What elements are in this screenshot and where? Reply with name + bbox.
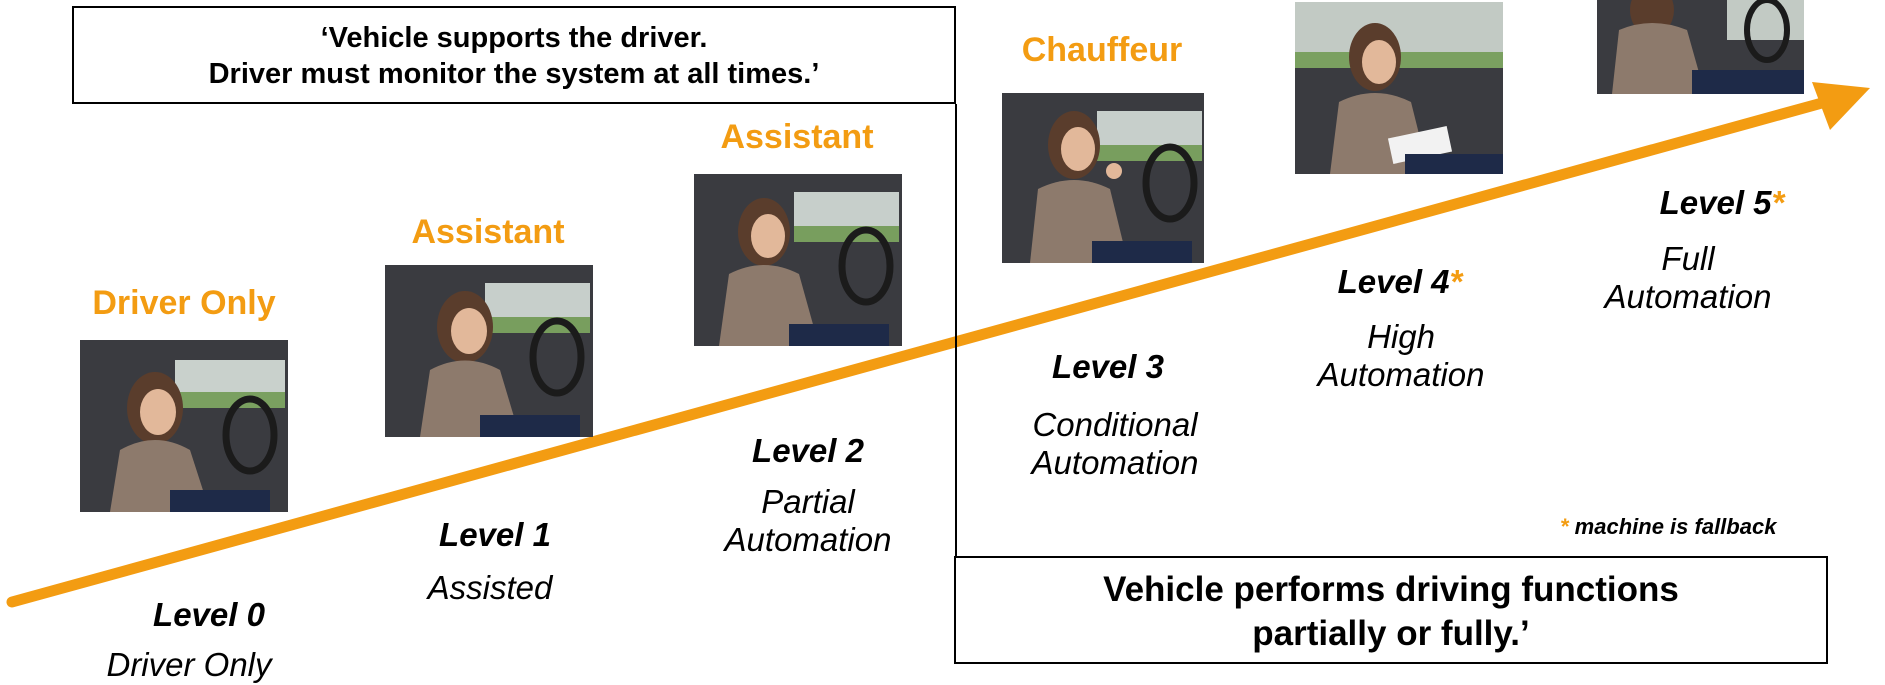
- driver-photo-level-3: [1002, 93, 1204, 263]
- driver-photo-level-5: [1597, 0, 1804, 94]
- role-label-level-0: Driver Only: [92, 284, 276, 322]
- level-2-desc-line1: Partial: [761, 483, 855, 520]
- level-4-desc-line2: Automation: [1317, 356, 1485, 393]
- fallback-footnote: * machine is fallback: [1560, 514, 1776, 540]
- level-2-description: Partial Automation: [725, 483, 892, 559]
- role-label-level-1: Assistant: [411, 213, 565, 251]
- level-1-description: Assisted: [428, 569, 553, 607]
- role-label-level-2: Assistant: [720, 118, 874, 156]
- level-5-star: *: [1771, 184, 1785, 221]
- level-2-desc-line2: Automation: [724, 521, 892, 558]
- level-3-heading: Level 3: [1052, 348, 1164, 386]
- level-5-desc-line1: Full: [1661, 240, 1715, 277]
- driver-monitors-line1: ‘Vehicle supports the driver.: [320, 22, 708, 54]
- level-4-star: *: [1449, 263, 1463, 300]
- level-4-desc-line1: High: [1367, 318, 1435, 355]
- level-3-description: Conditional Automation: [1032, 406, 1199, 482]
- vehicle-performs-line2: partially or fully.’: [1252, 614, 1530, 653]
- level-0-desc-line1: Driver Only: [106, 646, 272, 683]
- vehicle-performs-box: Vehicle performs driving functions parti…: [954, 556, 1828, 664]
- driver-monitors-line2: Driver must monitor the system at all ti…: [208, 58, 820, 90]
- level-1-desc-line1: Assisted: [427, 569, 553, 606]
- level-1-label: Level 1: [439, 516, 551, 553]
- driver-photo-level-4: [1295, 2, 1503, 174]
- level-3-desc-line1: Conditional: [1032, 406, 1198, 443]
- level-2-heading: Level 2: [752, 432, 864, 470]
- level-1-heading: Level 1: [439, 516, 551, 554]
- footnote-text: machine is fallback: [1568, 514, 1777, 539]
- divider-line: [955, 104, 957, 558]
- driver-monitors-box: ‘Vehicle supports the driver. Driver mus…: [72, 6, 956, 104]
- role-label-level-3: Chauffeur: [1021, 31, 1183, 69]
- level-0-description: Driver Only: [106, 646, 271, 684]
- level-3-label: Level 3: [1052, 348, 1164, 385]
- level-2-label: Level 2: [752, 432, 864, 469]
- level-0-heading: Level 0: [153, 596, 265, 634]
- level-5-description: Full Automation: [1605, 240, 1772, 316]
- footnote-star: *: [1560, 514, 1569, 539]
- level-5-label: Level 5: [1659, 184, 1772, 221]
- level-4-heading: Level 4*: [1338, 263, 1463, 301]
- level-5-heading: Level 5*: [1660, 184, 1785, 222]
- driver-photo-level-1: [385, 265, 593, 437]
- level-4-label: Level 4: [1337, 263, 1450, 300]
- vehicle-performs-line1: Vehicle performs driving functions: [1103, 570, 1679, 609]
- level-0-label: Level 0: [153, 596, 265, 633]
- driver-photo-level-0: [80, 340, 288, 512]
- level-5-desc-line2: Automation: [1604, 278, 1772, 315]
- level-3-desc-line2: Automation: [1031, 444, 1199, 481]
- driver-photo-level-2: [694, 174, 902, 346]
- level-4-description: High Automation: [1318, 318, 1485, 394]
